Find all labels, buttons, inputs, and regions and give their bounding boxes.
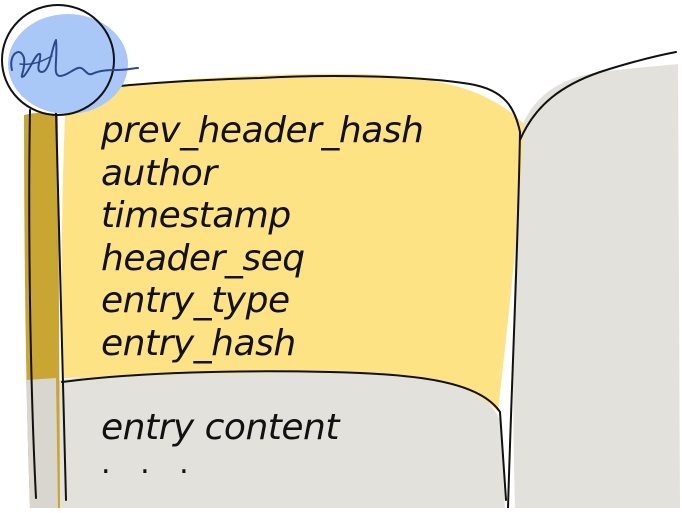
content-section-fill: [28, 368, 505, 508]
header-field: entry_type: [101, 280, 290, 321]
right-page-edge: [519, 51, 677, 141]
page-divider: [507, 131, 521, 509]
left-binding-line-inner: [55, 111, 67, 501]
content-ellipsis: . . .: [101, 446, 199, 481]
right-page-fill: [513, 64, 680, 508]
spine-lower-fill: [26, 378, 58, 508]
entry-content-label: entry content: [101, 407, 339, 448]
left-binding-line-outer: [28, 109, 37, 499]
header-field: header_seq: [101, 237, 305, 279]
header-field: author: [101, 152, 217, 194]
section-divider: [61, 370, 507, 501]
header-field: prev_header_hash: [101, 110, 424, 151]
header-field: entry_hash: [101, 322, 296, 364]
header-field-list: prev_header_hash author timestamp header…: [101, 110, 424, 365]
page-top-edge: [51, 75, 521, 133]
header-field: timestamp: [101, 195, 291, 236]
header-section-fill: [61, 73, 524, 412]
signature-seal-icon: [1, 4, 139, 116]
